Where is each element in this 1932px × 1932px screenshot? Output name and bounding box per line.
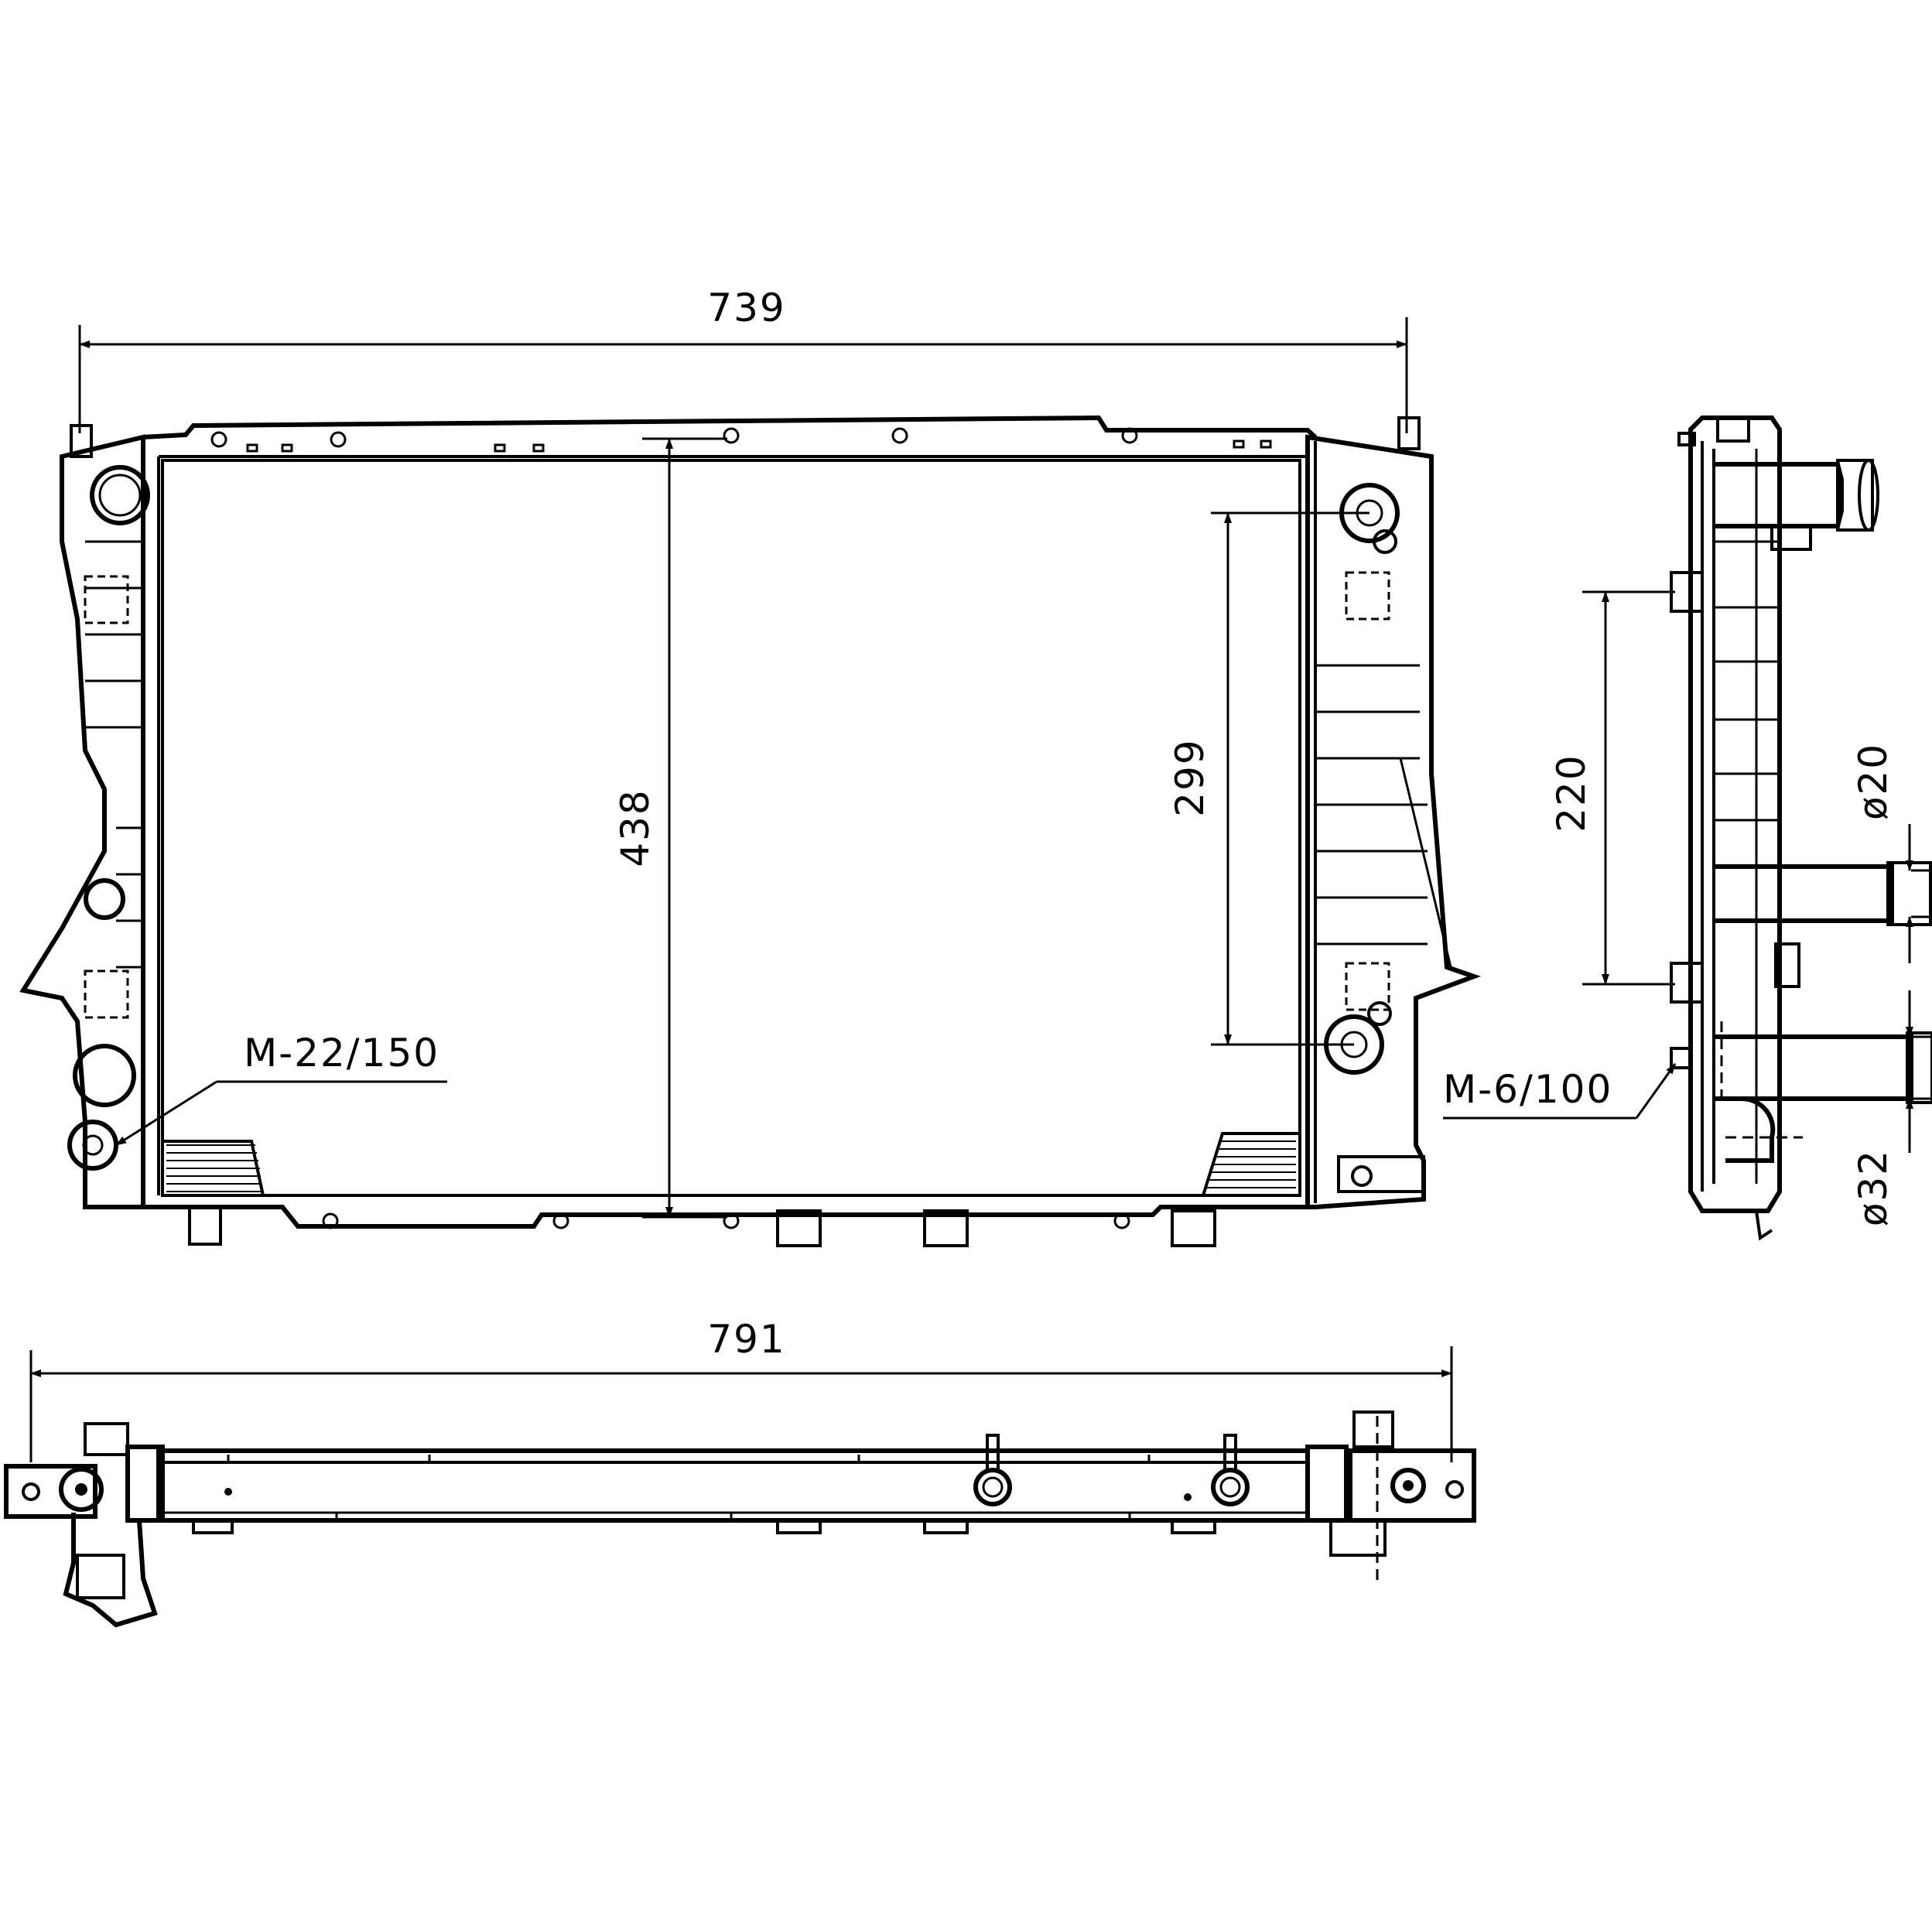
bottom-frame [143, 1205, 1308, 1247]
callout-thread-right: M-6/100 [1443, 1047, 1692, 1120]
dimension-220-label: 220 [1549, 754, 1594, 832]
front-view: 739 [19, 286, 1481, 1247]
dimension-overall-width: 791 [29, 1317, 1453, 1462]
side-view: 220 ø20 ø32 M-6/100 [1443, 415, 1932, 1241]
thread-right-label: M-6/100 [1443, 1067, 1612, 1112]
dimension-inlet-spacing: 299 [1168, 511, 1369, 1046]
left-tank [19, 434, 150, 1209]
dimension-diameter-32: ø32 [1851, 990, 1932, 1226]
dimension-diameter-20: ø20 [1851, 743, 1932, 963]
right-hatch [1201, 1132, 1301, 1197]
left-hatch [161, 1140, 265, 1197]
bottom-view: 791 [4, 1317, 1476, 1628]
dimension-core-height: 438 [613, 437, 727, 1219]
dimension-739-label: 739 [707, 286, 785, 330]
top-frame [70, 415, 1421, 1207]
dimension-299-label: 299 [1168, 738, 1212, 816]
callout-thread-left: M-22/150 [115, 1031, 447, 1147]
dimension-outlet-spacing: 220 [1549, 590, 1675, 986]
diameter-20-label: ø20 [1851, 743, 1896, 820]
dimension-438-label: 438 [613, 788, 658, 867]
diameter-32-label: ø32 [1851, 1149, 1896, 1226]
dimension-791-label: 791 [707, 1317, 785, 1362]
radiator-core [161, 459, 1301, 1197]
thread-left-label: M-22/150 [244, 1031, 439, 1075]
right-tank [1305, 434, 1481, 1209]
dimension-width-top: 739 [78, 286, 1408, 433]
